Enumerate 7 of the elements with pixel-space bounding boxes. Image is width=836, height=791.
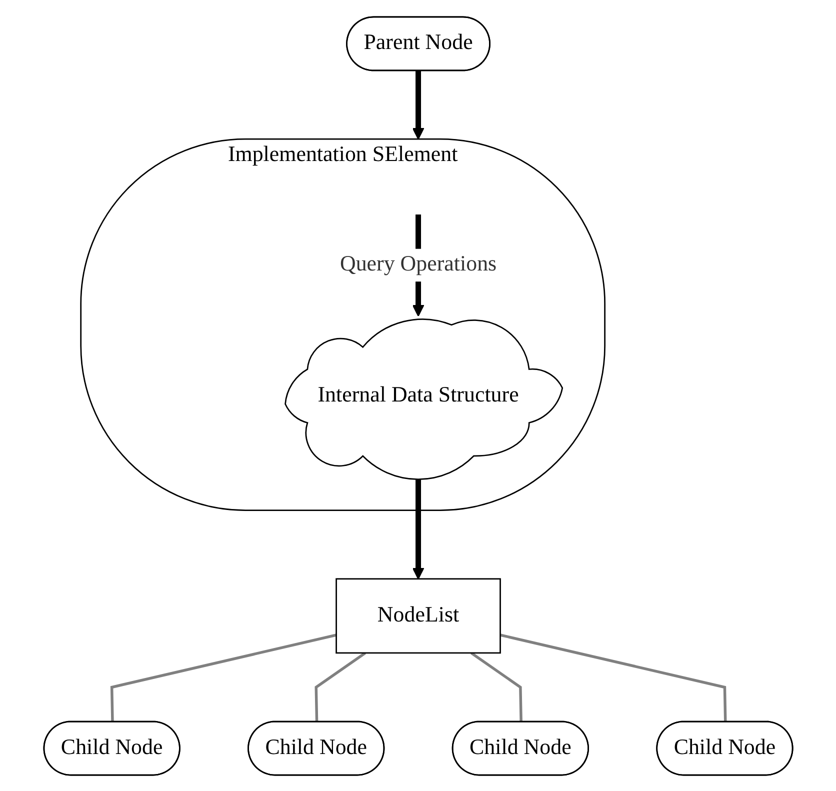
connector — [470, 651, 522, 722]
connector — [110, 633, 336, 722]
connector — [500, 633, 726, 722]
arrow — [412, 70, 424, 140]
connector — [314, 651, 366, 722]
node-box: NodeList — [335, 578, 501, 654]
edge-label: Query Operations — [340, 252, 496, 276]
